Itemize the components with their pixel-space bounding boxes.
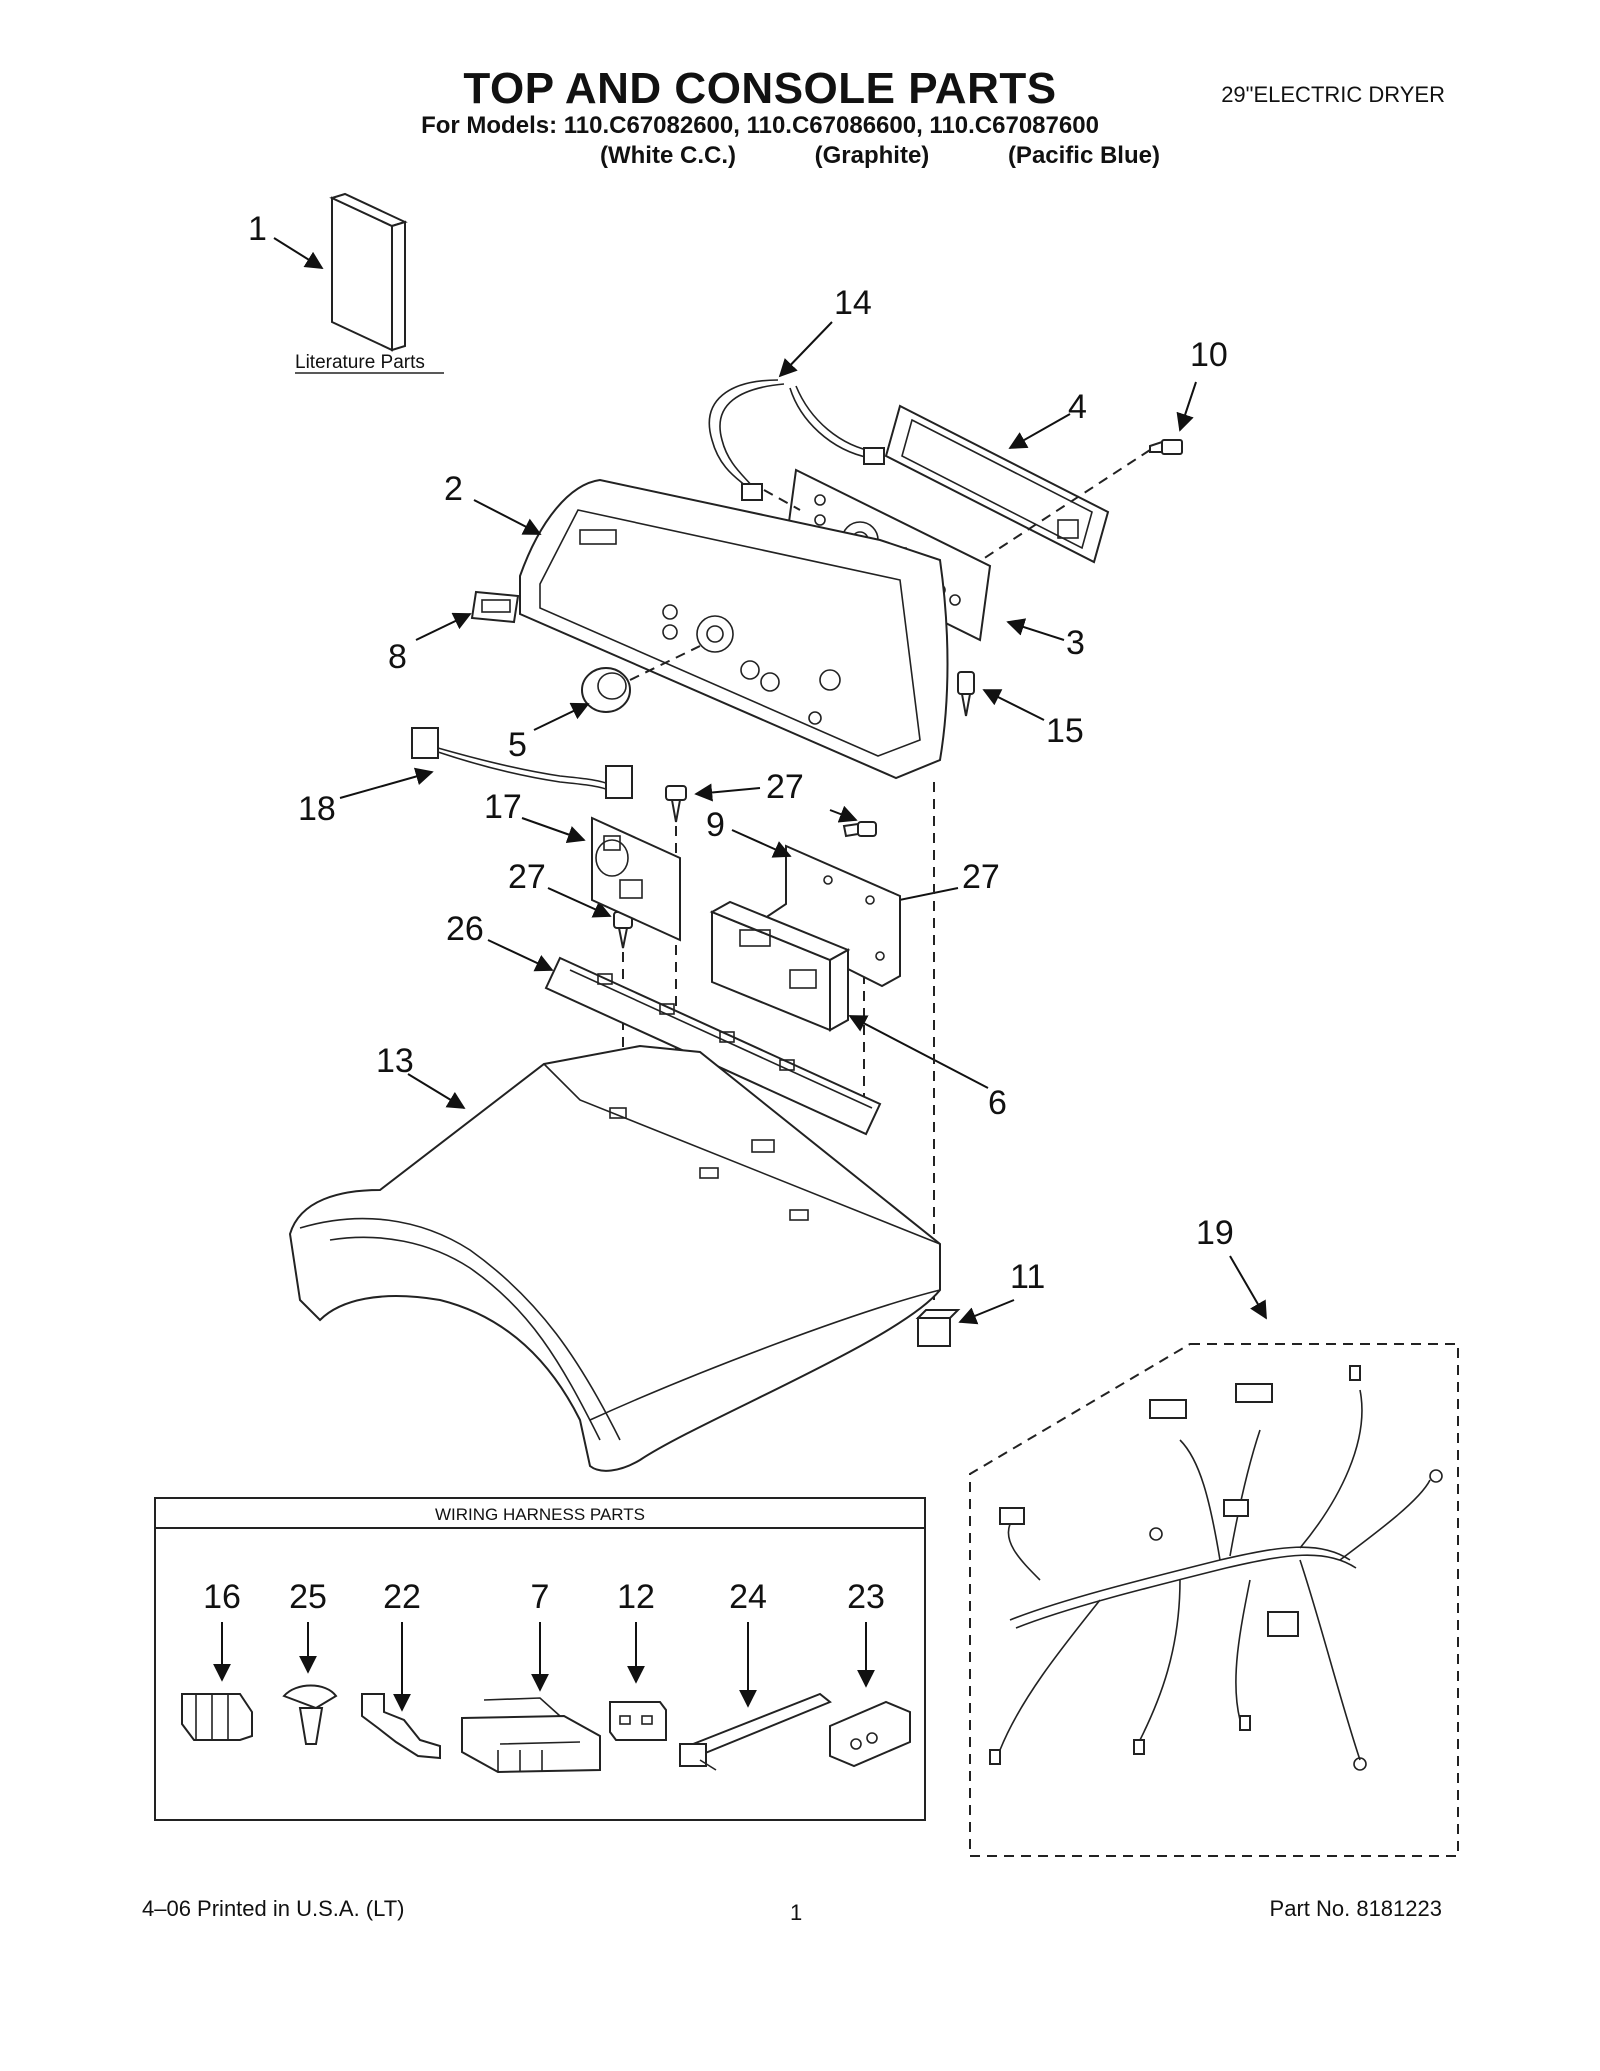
wiring-item-25: 25 <box>289 1578 327 1616</box>
wiring-parts-box <box>154 1497 926 1821</box>
badge-8 <box>470 590 520 624</box>
screw-10 <box>1149 439 1183 455</box>
leader-11 <box>958 1299 1015 1325</box>
tie-24 <box>679 1692 832 1771</box>
leader-19 <box>1229 1255 1267 1320</box>
leader-1 <box>273 237 324 269</box>
callout-2: 2 <box>444 470 463 508</box>
dash-5 <box>629 645 701 681</box>
callout-27-mid: 27 <box>962 858 1000 896</box>
bracket-26 <box>544 956 882 1136</box>
screw-27-top <box>665 785 687 823</box>
leader-5 <box>533 702 590 731</box>
screw-27-right <box>842 821 877 838</box>
plate-9 <box>767 844 901 988</box>
callout-27-top: 27 <box>766 768 804 806</box>
literature-label: Literature Parts <box>295 352 425 373</box>
wiring-item-24: 24 <box>729 1578 767 1616</box>
main-harness-19 <box>969 1343 1459 1857</box>
leader-17 <box>521 817 586 844</box>
callout-13: 13 <box>376 1042 414 1080</box>
variant-pacific-blue: (Pacific Blue) <box>1007 142 1160 169</box>
callout-8: 8 <box>388 638 407 676</box>
callout-3: 3 <box>1066 624 1085 662</box>
wire-harness-18 <box>411 727 633 799</box>
print-info: 4–06 Printed in U.S.A. (LT) <box>142 1896 405 1921</box>
dash-10 <box>959 449 1151 575</box>
leader-27-right <box>829 805 858 823</box>
terminal-22 <box>361 1693 441 1760</box>
leader-18 <box>339 767 434 799</box>
page-number: 1 <box>790 1900 803 1925</box>
clip-16 <box>181 1693 253 1741</box>
leader-27-top <box>694 783 761 802</box>
callout-17: 17 <box>484 788 522 826</box>
knob-5 <box>581 667 631 713</box>
leader-4 <box>1008 413 1071 449</box>
leader-6 <box>848 1015 989 1089</box>
model-variants: (White C.C.) (Graphite) (Pacific Blue) <box>600 142 1160 170</box>
console-2 <box>519 478 949 780</box>
callout-9: 9 <box>706 806 725 844</box>
variant-graphite: (Graphite) <box>814 142 930 169</box>
part-number: Part No. 8181223 <box>1269 1896 1442 1921</box>
callout-14: 14 <box>834 284 872 322</box>
wiring-item-23: 23 <box>847 1578 885 1616</box>
callout-1: 1 <box>248 210 267 248</box>
top-panel-13 <box>288 1044 941 1472</box>
screw-27-left <box>613 911 633 949</box>
bracket-4 <box>884 404 1110 564</box>
wiring-item-22: 22 <box>383 1578 421 1616</box>
leader-26 <box>487 939 554 972</box>
housing-23 <box>829 1700 911 1768</box>
connector-12 <box>609 1701 667 1741</box>
models-line: For Models: 110.C67082600, 110.C67086600… <box>421 112 1099 139</box>
variant-white: (White C.C.) <box>600 142 736 169</box>
leader-9 <box>731 829 792 858</box>
callout-6: 6 <box>988 1084 1007 1122</box>
wiring-item-12: 12 <box>617 1578 655 1616</box>
callout-18: 18 <box>298 790 336 828</box>
wire-harness-14 <box>708 379 885 501</box>
page-title: TOP AND CONSOLE PARTS <box>463 64 1057 113</box>
callout-26: 26 <box>446 910 484 948</box>
module-6 <box>709 900 851 1032</box>
screw-15 <box>957 671 975 717</box>
literature-book <box>329 192 408 352</box>
dash-14 <box>763 489 801 511</box>
leader-3 <box>1006 618 1065 641</box>
connector-7 <box>461 1697 601 1774</box>
wiring-item-16: 16 <box>203 1578 241 1616</box>
wiring-item-7: 7 <box>531 1578 550 1616</box>
callout-11: 11 <box>1010 1258 1045 1296</box>
leader-15 <box>982 689 1045 721</box>
leader-8 <box>415 612 472 641</box>
callout-10: 10 <box>1190 336 1228 374</box>
callout-19: 19 <box>1196 1214 1234 1252</box>
leader-13 <box>407 1073 466 1109</box>
board-17 <box>591 816 681 942</box>
callout-27-left: 27 <box>508 858 546 896</box>
callout-15: 15 <box>1046 712 1084 750</box>
wiring-box-title: WIRING HARNESS PARTS <box>435 1505 645 1524</box>
leader-14 <box>778 321 833 378</box>
product-type: 29"ELECTRIC DRYER <box>1221 82 1445 107</box>
leader-10 <box>1176 381 1197 432</box>
leader-2 <box>473 499 542 535</box>
foot-11 <box>915 1309 961 1347</box>
clip-25 <box>282 1684 338 1745</box>
callout-4: 4 <box>1068 388 1087 426</box>
leader-27-left <box>547 887 612 918</box>
callout-5: 5 <box>508 726 527 764</box>
